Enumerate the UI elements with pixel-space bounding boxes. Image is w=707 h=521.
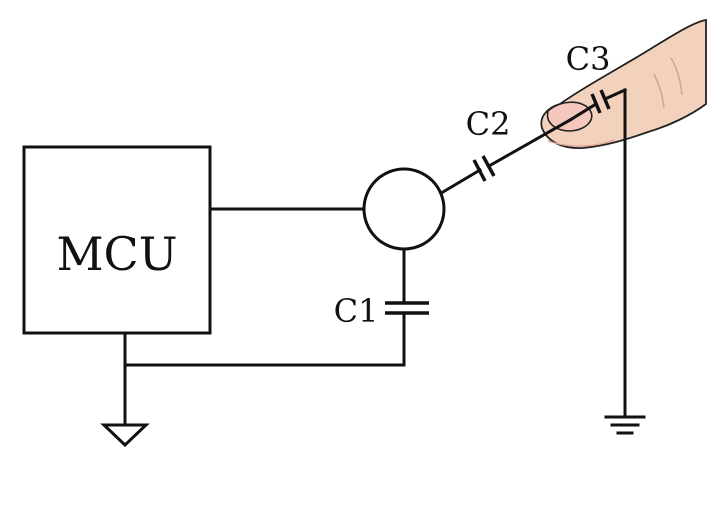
finger-crease-1 [653, 73, 665, 109]
c3-to-earth-wire [603, 88, 627, 101]
fingernail [546, 101, 593, 132]
c2-plate-left [472, 159, 487, 182]
c1-label: C1 [334, 292, 379, 330]
c3-plate-left [590, 93, 602, 114]
c2-to-finger-wire [486, 117, 573, 169]
finger-to-c3-wire [567, 101, 599, 123]
sensor-pad [362, 167, 446, 251]
finger-illustration [540, 18, 707, 149]
c3-label: C3 [566, 40, 611, 78]
mcu-box [22, 145, 212, 335]
mcu-label: MCU [56, 227, 177, 281]
pad-to-c2-wire [440, 167, 483, 195]
finger-crease-3 [547, 139, 615, 147]
mcu-ground-symbol [100, 423, 150, 448]
c2-label: C2 [466, 105, 511, 143]
finger-crease-2 [670, 57, 683, 96]
